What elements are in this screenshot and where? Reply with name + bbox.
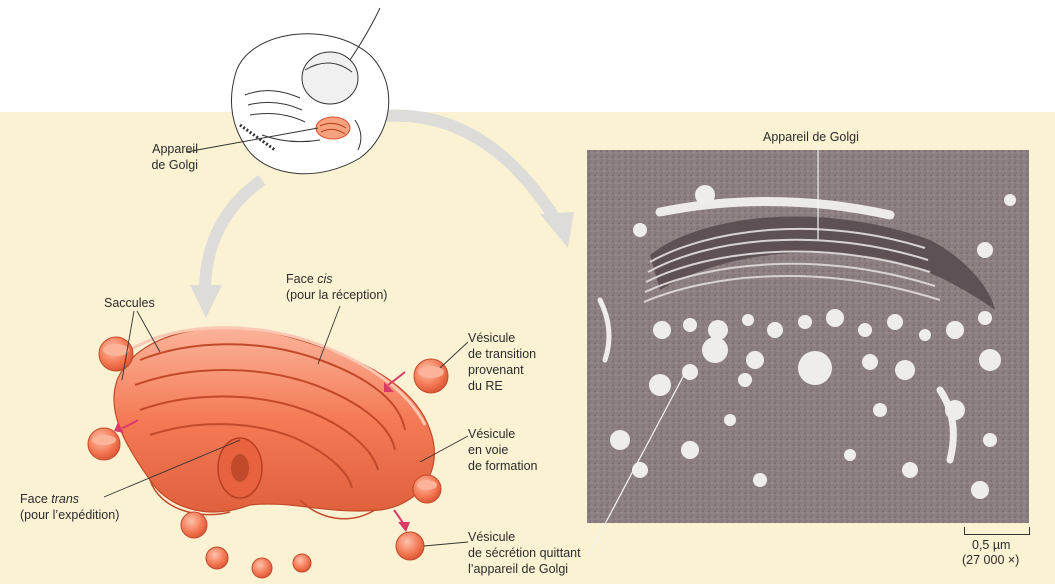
label-golgi-cell: Appareil de Golgi	[118, 141, 198, 173]
label-saccules: Saccules	[104, 295, 155, 311]
label-face-trans-desc: (pour l’expédition)	[20, 508, 119, 522]
electron-micrograph	[587, 150, 1029, 523]
label-face-trans-prefix: Face	[20, 492, 51, 506]
vesicle-transition	[414, 359, 448, 393]
label-vesicule-formation: Vésicule en voie de formation	[468, 426, 537, 474]
label-face-cis: Face cis (pour la réception)	[286, 271, 387, 303]
label-face-trans-word: trans	[51, 492, 79, 506]
vesicle-small-1	[181, 512, 207, 538]
vesicle-forming	[413, 475, 441, 503]
label-face-cis-desc: (pour la réception)	[286, 288, 387, 302]
label-scale: 0,5 µm	[972, 537, 1010, 553]
vesicle-small-3	[252, 558, 272, 578]
vesicle-secretion	[396, 532, 424, 560]
label-vesicule-transition: Vésicule de transition provenant du RE	[468, 330, 536, 394]
label-face-cis-word: cis	[317, 272, 332, 286]
label-magnification: (27 000 ×)	[962, 552, 1019, 568]
vesicle-small-4	[293, 554, 311, 572]
label-vesicule-secretion: Vésicule de sécrétion quittant l’apparei…	[468, 529, 581, 577]
label-golgi-micrograph: Appareil de Golgi	[763, 129, 859, 145]
scale-bar	[964, 527, 1030, 535]
vesicle-small-2	[206, 547, 228, 569]
vesicle-left-bottom	[88, 428, 120, 460]
cell-sketch	[232, 8, 389, 174]
label-face-cis-prefix: Face	[286, 272, 317, 286]
label-face-trans: Face trans (pour l’expédition)	[20, 491, 119, 523]
vesicle-left-top	[99, 337, 133, 371]
